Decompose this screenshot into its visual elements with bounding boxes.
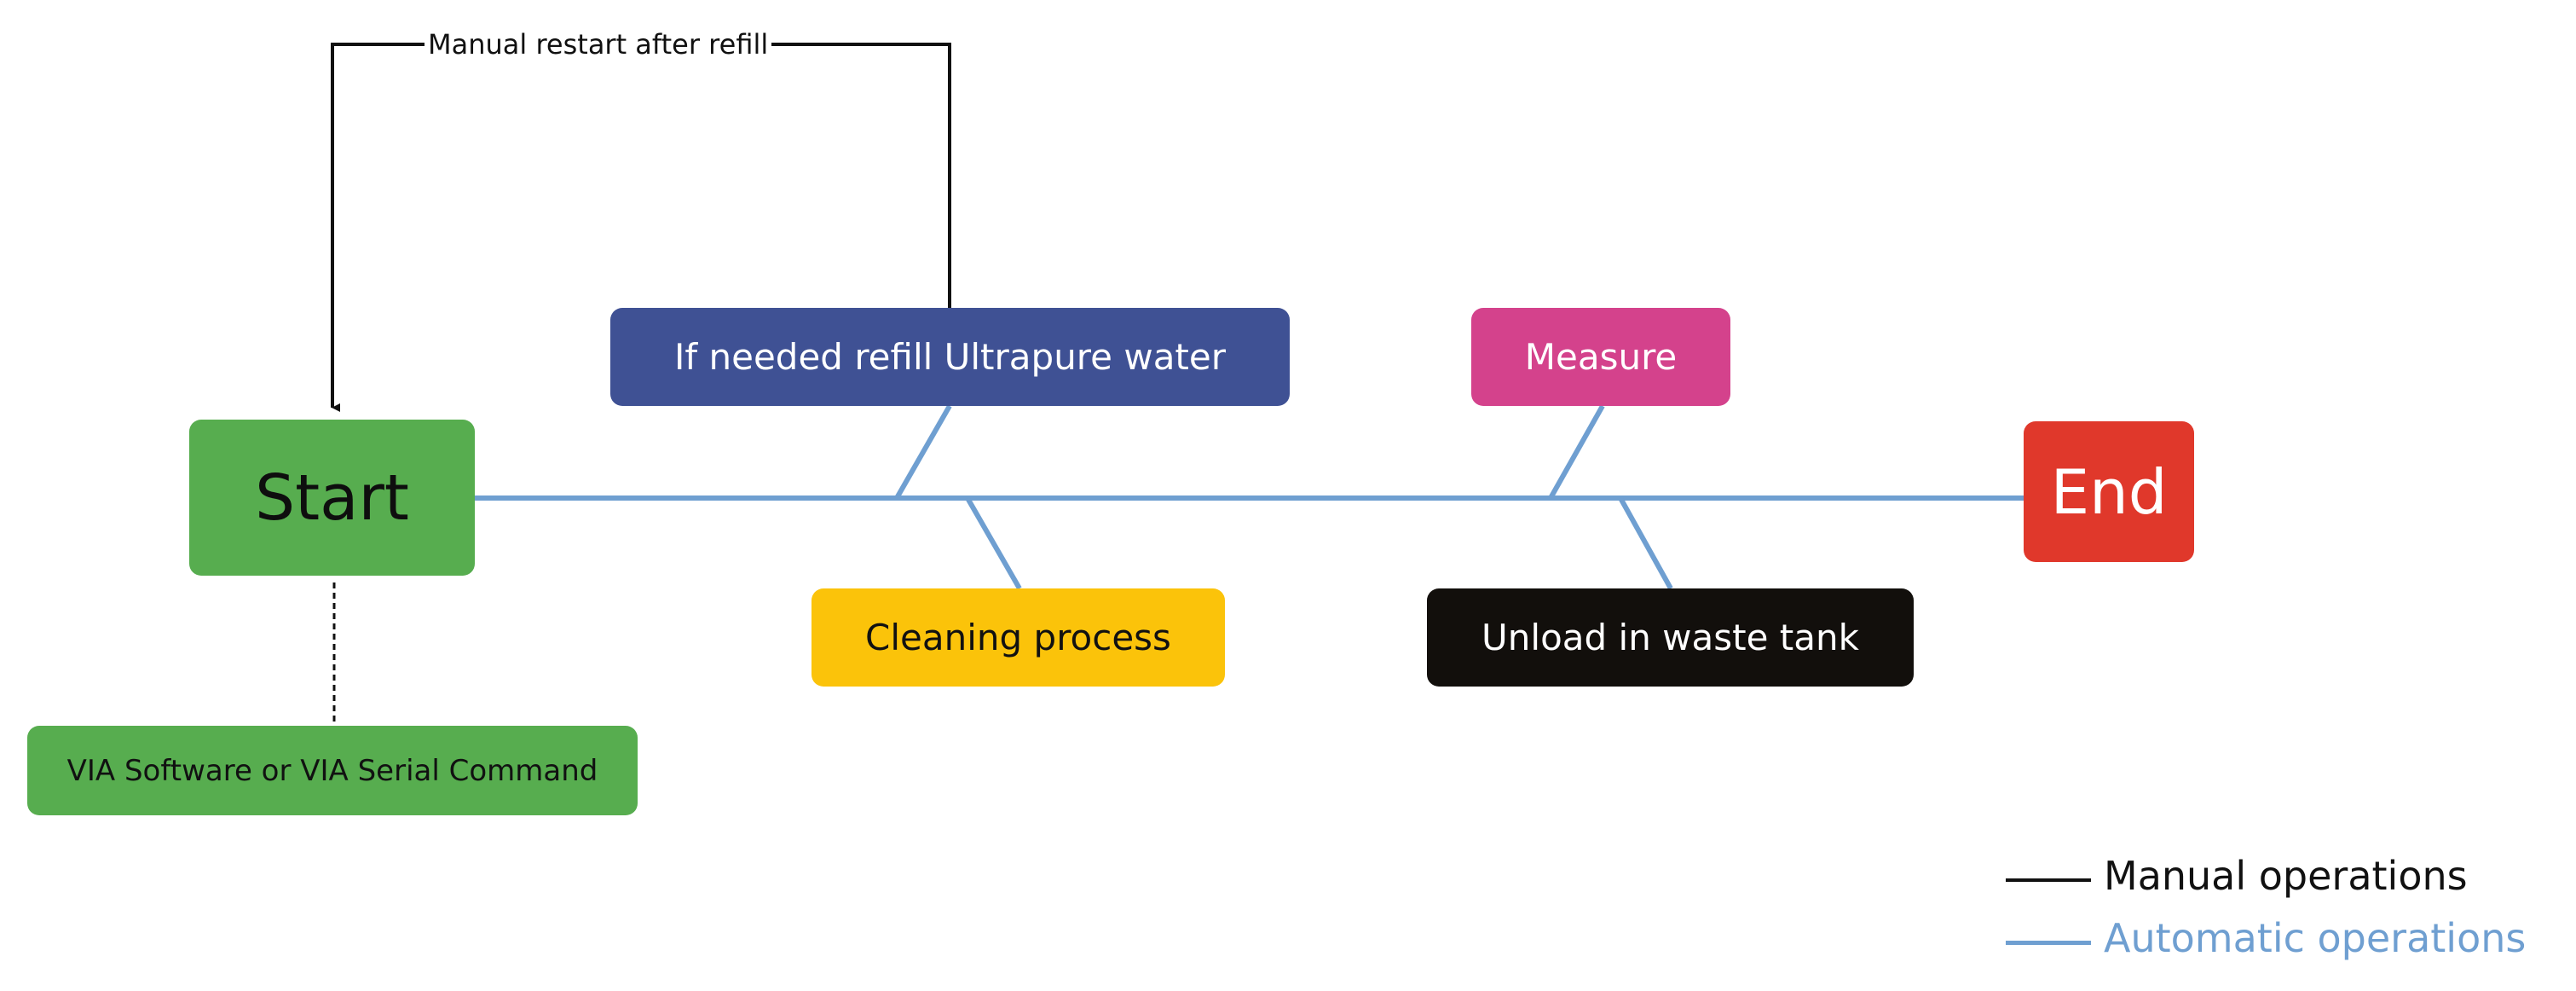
start-label: Start bbox=[255, 461, 409, 535]
end-node: End bbox=[2024, 421, 2194, 562]
branch-refill bbox=[894, 404, 952, 500]
unload-node: Unload in waste tank bbox=[1427, 588, 1914, 687]
legend-automatic-line bbox=[2006, 941, 2091, 945]
cleaning-node: Cleaning process bbox=[811, 588, 1225, 687]
legend-automatic-text: Automatic operations bbox=[2104, 915, 2527, 961]
unload-label: Unload in waste tank bbox=[1481, 617, 1859, 658]
loop-label: Manual restart after refill bbox=[425, 28, 772, 61]
via-software-label: VIA Software or VIA Serial Command bbox=[66, 753, 598, 788]
legend-manual-text: Manual operations bbox=[2104, 853, 2468, 899]
branch-unload bbox=[1618, 496, 1673, 590]
measure-node: Measure bbox=[1471, 308, 1730, 406]
start-node: Start bbox=[189, 420, 475, 576]
via-software-node: VIA Software or VIA Serial Command bbox=[27, 726, 638, 815]
end-label: End bbox=[2050, 455, 2168, 528]
refill-node: If needed refill Ultrapure water bbox=[610, 308, 1290, 406]
branch-measure bbox=[1548, 404, 1605, 500]
measure-label: Measure bbox=[1524, 336, 1678, 378]
refill-label: If needed refill Ultrapure water bbox=[673, 336, 1227, 378]
branch-cleaning bbox=[965, 496, 1022, 590]
legend-manual-line bbox=[2006, 878, 2091, 882]
cleaning-label: Cleaning process bbox=[865, 617, 1171, 658]
